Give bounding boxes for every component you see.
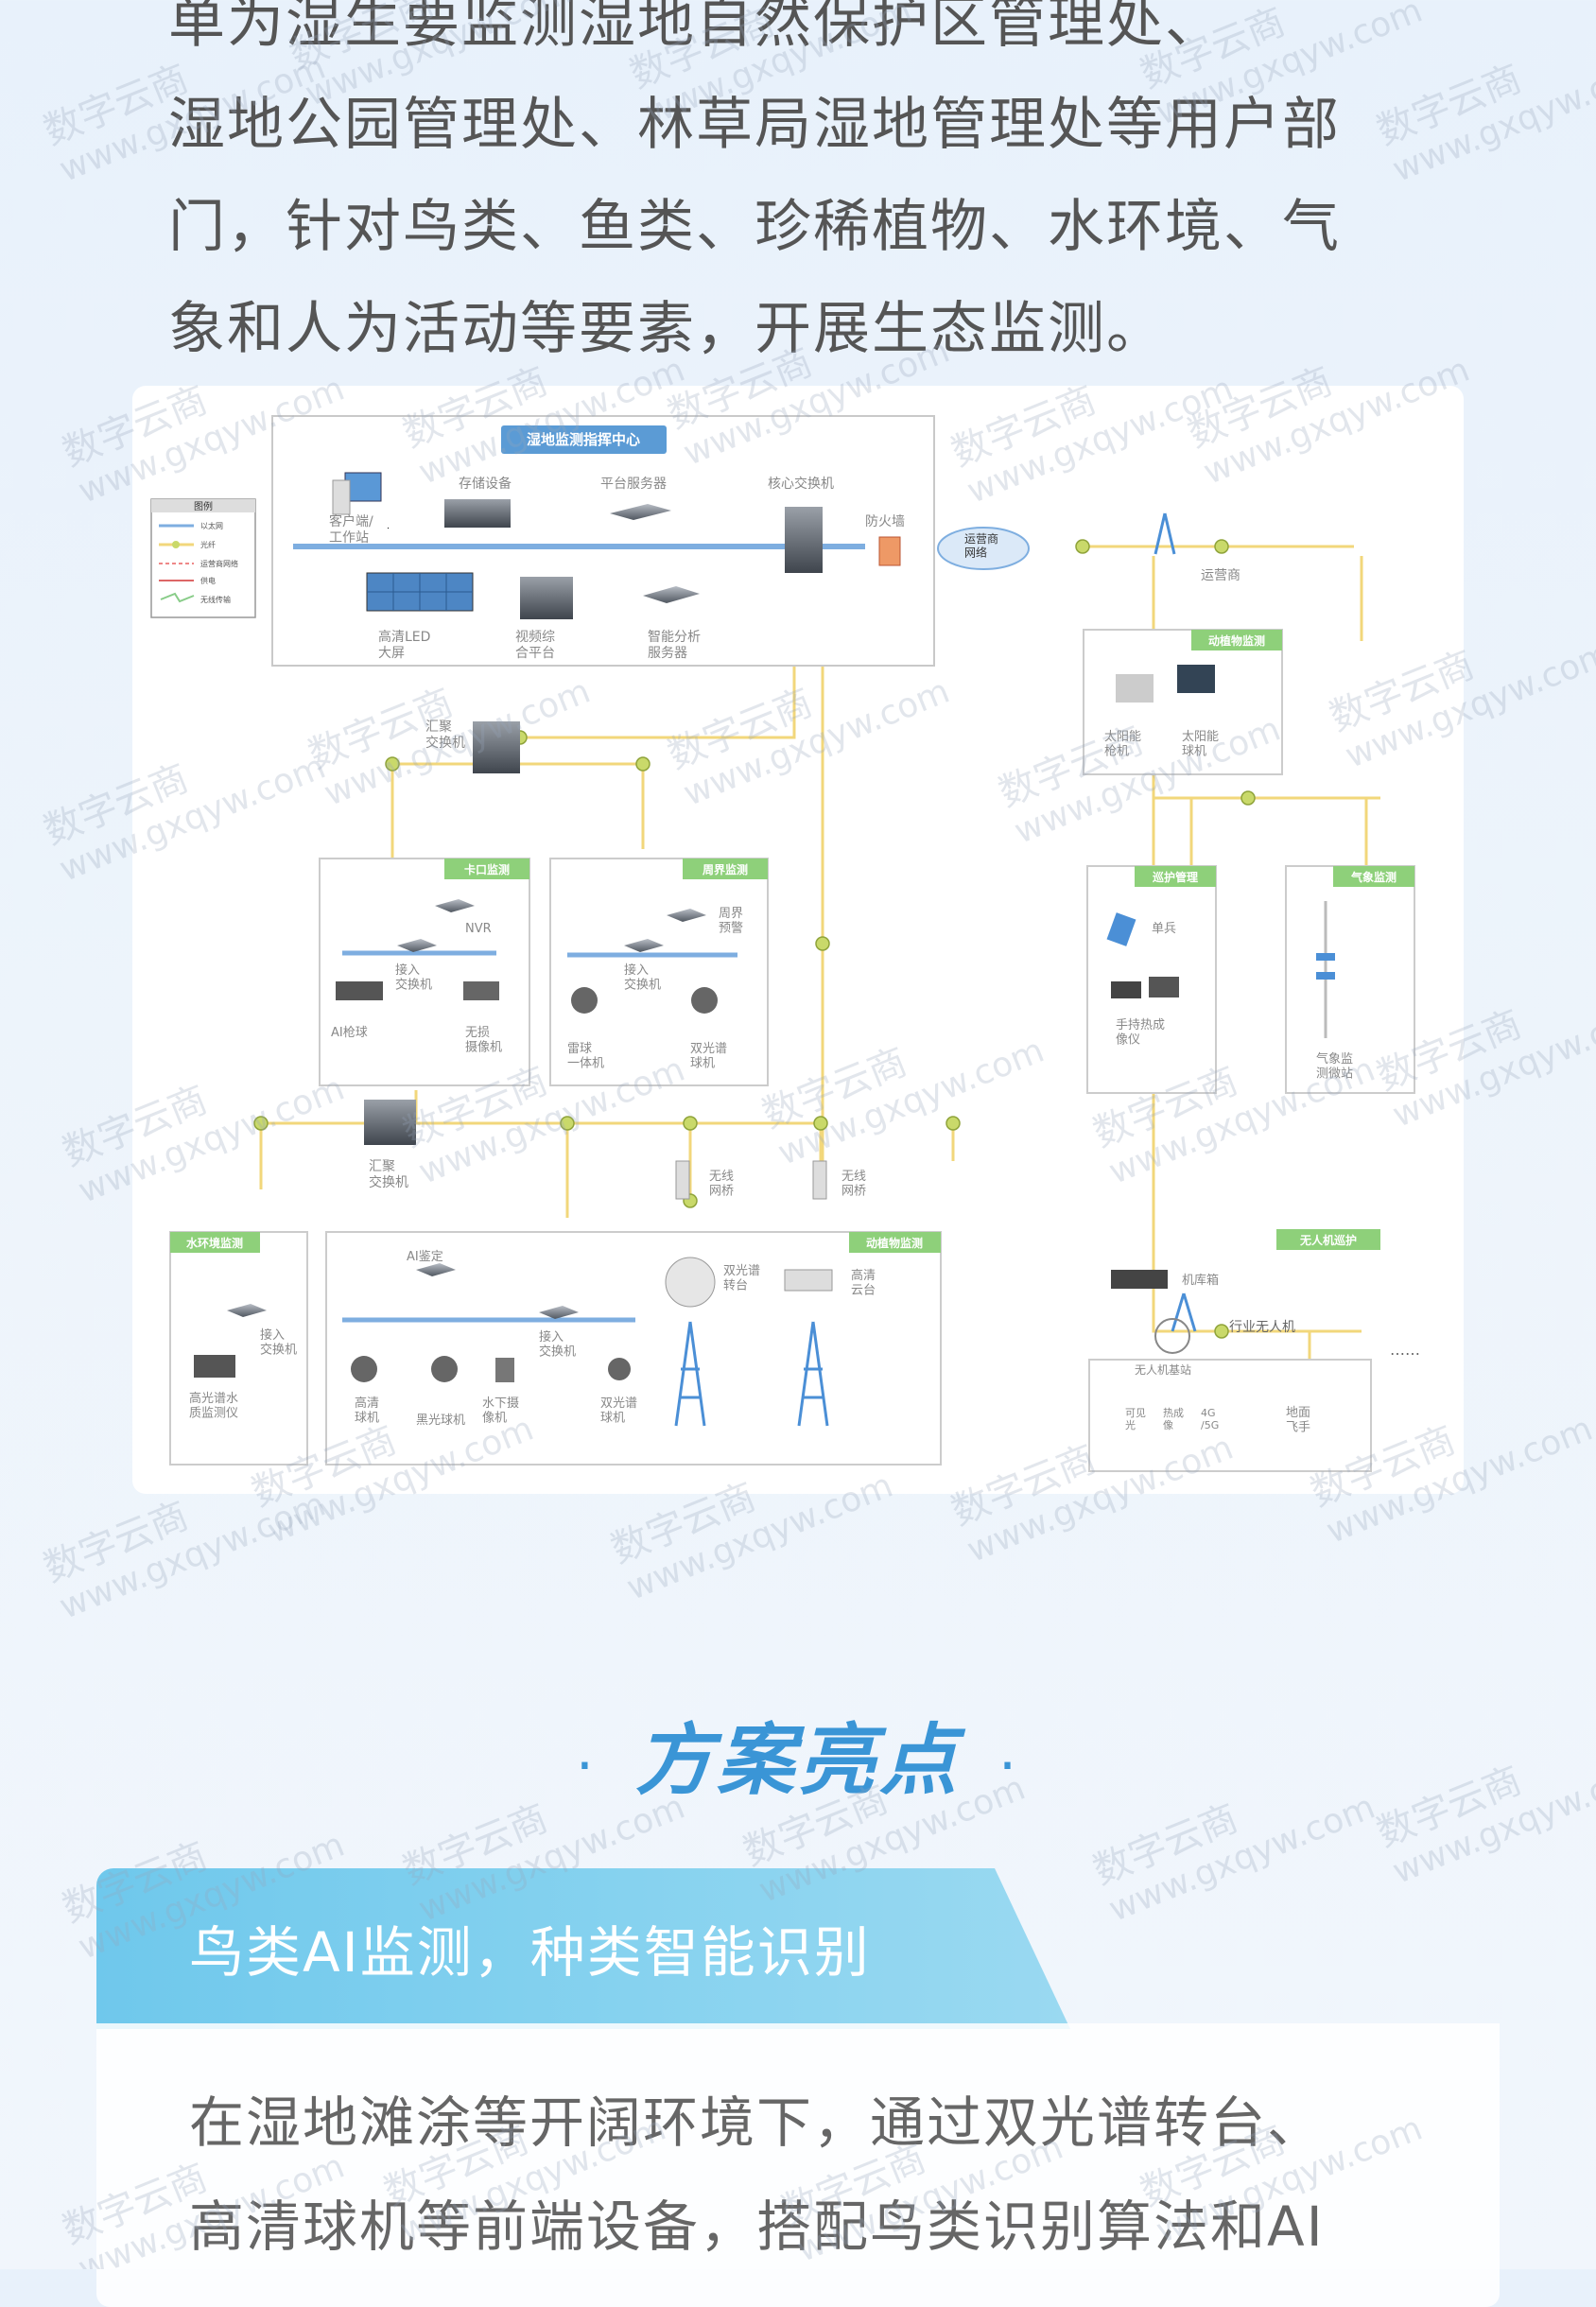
zone-bird: 动植物监测 AI鉴定 接入交换机 高清球机 黑光球机 水下摄像机 双光谱球机 双…: [325, 1231, 942, 1466]
command-center: 湿地监测指挥中心 客户端/工作站 存储设备 平台服务器 核心交换机 防火墙 高清…: [271, 415, 935, 667]
zone-title: 动植物监测: [1208, 633, 1265, 648]
connection-lines: [259, 528, 1380, 1426]
zone-kakou: 卡口监测 NVR 接入交换机 AI枪球 无损摄像机: [319, 858, 530, 1086]
weather-station-label: 气象监测微站: [1316, 1051, 1353, 1082]
solar-dome-label: 太阳能球机: [1182, 730, 1219, 759]
legend-item: 运营商网络: [200, 559, 238, 568]
bridge-label: 无线网桥: [841, 1170, 866, 1199]
legend-item: 无线传输: [200, 595, 231, 604]
legend-title: 图例: [194, 500, 213, 512]
turret-label: 双光谱转台: [723, 1264, 760, 1293]
zone-title: 卡口监测: [464, 862, 510, 876]
analysis-server-label: 智能分析服务器: [648, 630, 701, 661]
highlight-tab: [96, 1868, 1070, 2029]
agg-switch-label: 汇聚交换机: [425, 720, 465, 751]
access-switch-label: 接入交换机: [260, 1327, 297, 1358]
terminal-label: 单兵: [1152, 922, 1176, 936]
uav-label: 行业无人机: [1229, 1320, 1295, 1335]
ellipsis: ……: [1390, 1341, 1420, 1359]
solar-gun-label: 太阳能枪机: [1104, 730, 1141, 759]
nvr-label: NVR: [465, 922, 492, 936]
intro-text: 单为湿生要监测湿地自然保护区管理处、 湿地公园管理处、林草局湿地管理处等用户部 …: [168, 0, 1492, 380]
dome-label: 高清球机: [355, 1396, 379, 1426]
bullet-cam-label: 无损摄像机: [465, 1026, 502, 1055]
intro-line: 门，针对鸟类、鱼类、珍稀植物、水环境、气: [168, 194, 1341, 260]
storage-label: 存储设备: [459, 476, 512, 492]
zone-title: 周界监测: [703, 862, 748, 876]
intro-line: 单为湿生要监测湿地自然保护区管理处、: [168, 0, 1223, 56]
highlight-card: [96, 2023, 1500, 2307]
zone-title: 气象监测: [1350, 870, 1396, 884]
platform-server-label: 平台服务器: [600, 477, 667, 492]
bridge-label: 无线网桥: [709, 1170, 734, 1199]
zone-patrol: 巡护管理 单兵 手持热成像仪: [1086, 865, 1217, 1094]
highlight-heading: · 方案亮点 ·: [0, 1697, 1596, 1810]
heading-dot: ·: [998, 1732, 1021, 1799]
zone-water: 水环境监测 接入交换机 高光谱水质监测仪: [169, 1231, 308, 1466]
drone-base-label: 机库箱: [1182, 1273, 1219, 1288]
zone-drone: 无人机巡护 机库箱 行业无人机 无人机基站 可见光 热成像 4G/5G 地面飞手…: [1088, 1229, 1420, 1472]
diagram-canvas: 图例 以太网 光纤 运营商网络 供电 无线传输 湿地监测指挥中心 客户端/工作站…: [150, 415, 1420, 1472]
highlight-line: 在湿地滩涂等开阔环境下，通过双光谱转台、: [189, 2090, 1325, 2155]
zone-weather: 气象监测 气象监测微站: [1285, 865, 1415, 1094]
agg-switch-bottom: 汇聚交换机: [364, 1100, 416, 1190]
zone-title: 水环境监测: [186, 1236, 243, 1250]
heading-dot: ·: [575, 1732, 598, 1799]
legend-item: 供电: [200, 576, 216, 585]
legend: 图例 以太网 光纤 运营商网络 供电 无线传输: [150, 498, 256, 618]
ai-bullet-label: AI枪球: [331, 1025, 368, 1040]
wireless-bridge: 无线网桥 无线网桥: [675, 1160, 866, 1200]
highlight-title: 鸟类AI监测，种类智能识别: [189, 1920, 871, 1985]
command-center-title: 湿地监测指挥中心: [527, 431, 640, 448]
water-analyzer-label: 高光谱水质监测仪: [189, 1391, 238, 1421]
legend-item: 光纤: [200, 540, 216, 549]
drone-sensor-label: 4G/5G: [1201, 1407, 1219, 1431]
legend-item: 以太网: [200, 521, 223, 530]
carrier-label: 运营商: [1201, 568, 1240, 583]
drone-sensor-label: 可见光: [1125, 1407, 1146, 1431]
access-switch-label: 接入交换机: [539, 1329, 576, 1360]
zone-animal-plant: 动植物监测 太阳能枪机 太阳能球机: [1083, 629, 1283, 775]
drone-station-label: 无人机基站: [1135, 1363, 1191, 1377]
pan-tilt-label: 高清云台: [851, 1268, 876, 1298]
firewall-label: 防火墙: [865, 514, 905, 529]
agg-switch-top: 汇聚交换机: [425, 720, 520, 773]
zone-title: 巡护管理: [1153, 870, 1198, 884]
operator-label: 地面飞手: [1286, 1406, 1310, 1435]
carrier-network-label: 运营商网络: [964, 531, 998, 559]
watermark-en: www.gxqyw.com: [54, 1484, 332, 1627]
carrier-network: 运营商网络: [937, 527, 1030, 570]
core-switch-label: 核心交换机: [768, 476, 834, 492]
highlight-line: 高清球机等前端设备，搭配鸟类识别算法和AI: [189, 2194, 1325, 2259]
zone-boundary: 周界监测 周界预警 接入交换机 雷球一体机 双光谱球机: [549, 858, 769, 1086]
perimeter-label: 周界预警: [719, 907, 743, 936]
agg-switch-label: 汇聚交换机: [369, 1159, 408, 1190]
access-switch-label: 接入交换机: [395, 963, 432, 993]
drone-sensor-label: 热成像: [1163, 1407, 1184, 1431]
network-diagram: 图例 以太网 光纤 运营商网络 供电 无线传输 湿地监测指挥中心 客户端/工作站…: [132, 386, 1464, 1494]
black-light-label: 黑光球机: [416, 1414, 465, 1428]
radar-label: 雷球一体机: [567, 1042, 604, 1071]
zone-title: 无人机巡护: [1299, 1233, 1357, 1247]
dual-dome-label: 双光谱球机: [600, 1396, 637, 1426]
access-switch-label: 接入交换机: [624, 963, 661, 993]
ai-box-label: AI鉴定: [407, 1250, 443, 1264]
water-cam-label: 水下摄像机: [482, 1396, 519, 1426]
carrier-tower-top: 运营商: [1154, 512, 1240, 583]
heading-text: 方案亮点: [635, 1716, 961, 1806]
video-platform-label: 视频综合平台: [515, 630, 555, 661]
dual-ptz-label: 双光谱球机: [690, 1042, 727, 1071]
intro-line: 象和人为活动等要素，开展生态监测。: [168, 296, 1165, 362]
thermal-label: 手持热成像仪: [1116, 1018, 1165, 1048]
zone-title: 动植物监测: [866, 1236, 923, 1250]
client-label: 客户端/工作站: [329, 513, 373, 546]
highlight-body: 在湿地滩涂等开阔环境下，通过双光谱转台、 高清球机等前端设备，搭配鸟类识别算法和…: [189, 2071, 1456, 2279]
intro-line: 湿地公园管理处、林草局湿地管理处等用户部: [168, 92, 1341, 158]
